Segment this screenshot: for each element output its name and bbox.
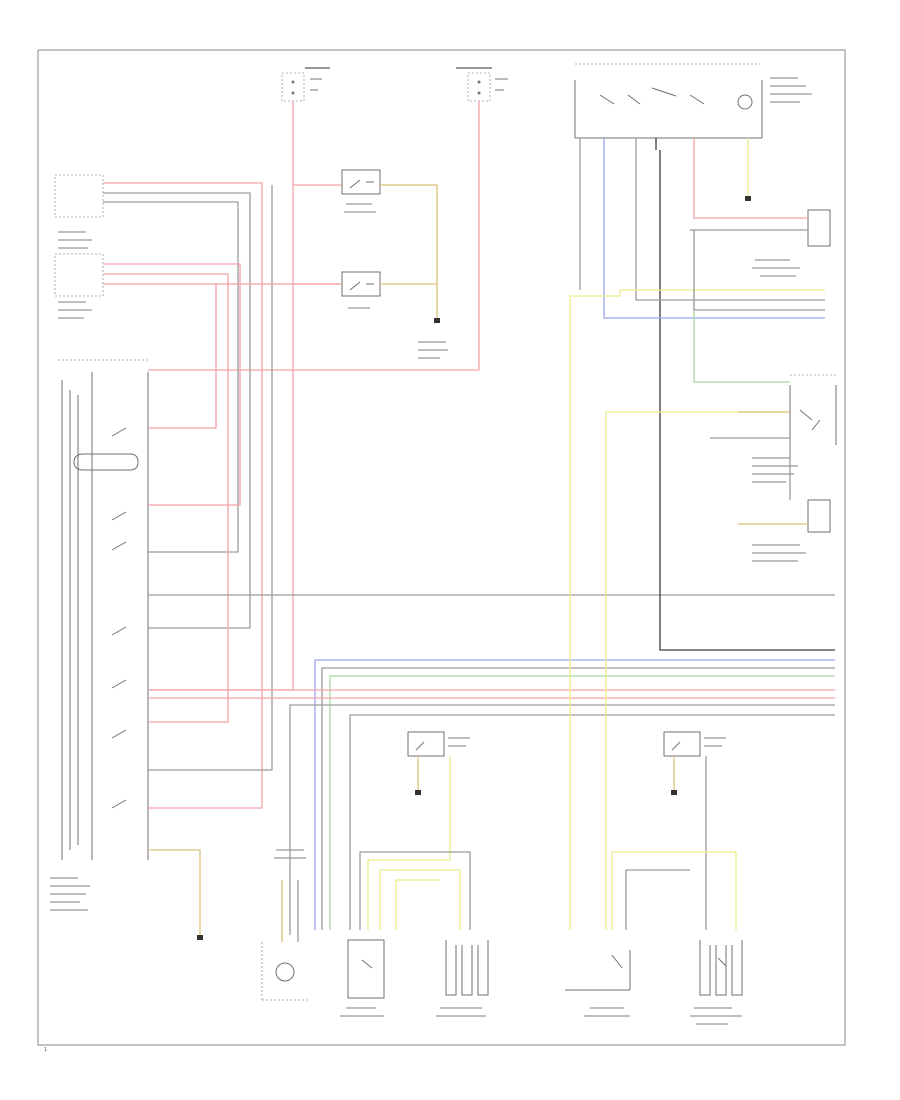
wire-red-mid-3 [103,283,217,429]
right-connector-upper [752,209,831,277]
bottom-motor [261,849,308,1001]
right-connector-lower [752,499,831,562]
wire-yellow-bottom-a3 [395,879,440,930]
top-right-switch-module [574,63,812,139]
bottom-switch-3 [565,950,631,1017]
wire-gray-horizontal-b [321,667,835,930]
relay-bottom-center [407,731,470,757]
right-switch-middle [752,374,837,483]
relay-bottom-right [663,731,726,757]
ground-3 [415,790,421,795]
wire-blue-tr-2 [603,138,825,319]
wire-green-tr-9 [693,290,790,383]
wire-tan-relay1-out [380,184,438,318]
wire-red-mid-1 [103,263,241,506]
ground-2 [745,196,751,201]
wire-yellow-relay-bottom-a [367,756,451,930]
wire-red-middle-fuse [148,101,480,371]
wire-gray-right-mid [710,437,791,500]
bottom-switch-1 [340,939,385,1017]
wire-gray-relay [148,185,273,771]
bottom-switch-4 [690,940,743,1025]
ground-1 [434,318,440,323]
wire-yellow-right-mid [605,411,790,930]
wire-red-left-fuse [148,101,294,691]
wire-gray-tr-10 [693,230,825,311]
wire-yellow-long-vertical [569,290,621,930]
wire-blue-horizontal [314,659,835,930]
wire-gray-bottom-a4 [359,851,471,930]
fuse-box-top-middle [456,67,508,102]
main-switch-module [50,359,149,911]
wire-green-horizontal [329,675,835,930]
relay-lower [341,271,381,309]
left-mid-connector [54,253,104,319]
bottom-switch-2 [436,940,489,1017]
wire-yellow-bottom-b2 [611,851,737,930]
ground-5 [197,935,203,940]
left-top-connector [54,174,104,249]
wire-red-top-1 [103,182,263,809]
fuse-box-top-left [281,67,330,102]
wire-gray-bottom-b3 [625,869,690,930]
ground-4 [671,790,677,795]
page-number: 1 [44,1047,47,1053]
ground-label-center-top [418,341,448,359]
wire-gray-tr-3 [635,138,825,301]
wire-black-horizontal [659,150,835,651]
wire-red-tr-5 [693,138,808,219]
wire-gray-top-3 [103,201,239,553]
wire-gray-horizontal-d [349,714,835,930]
wire-red-mid-2 [103,273,229,723]
wire-tan-left-bottom [148,849,201,935]
wire-gray-top-2 [103,192,251,629]
wire-gray-horizontal-c [289,704,835,935]
wire-yellow-bottom-a2 [379,869,461,930]
relay-upper [341,169,381,213]
diagram-frame [37,49,846,1046]
